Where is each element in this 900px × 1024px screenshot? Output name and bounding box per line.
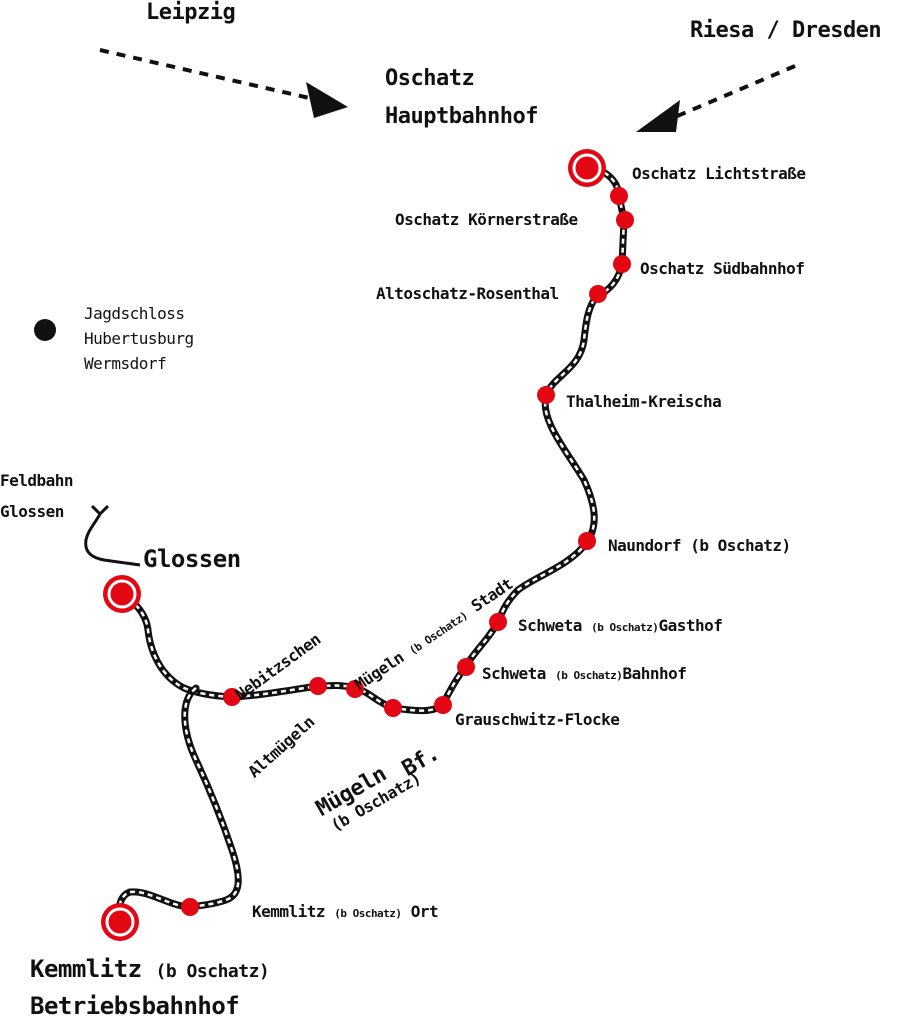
station-label-lichtstrasse: Oschatz Lichtstraße bbox=[632, 164, 806, 183]
station-label-schweta-bahnhof: Schweta (b Oschatz)Bahnhof bbox=[482, 664, 687, 683]
station-dot-muegeln-stadt bbox=[346, 680, 364, 698]
station-label-naundorf: Naundorf (b Oschatz) bbox=[608, 536, 791, 555]
kemmlitz-branch-track bbox=[115, 684, 242, 926]
terminal-marker-kemmlitz bbox=[101, 903, 139, 941]
poi-dot bbox=[34, 319, 56, 341]
arrow-leipzig bbox=[99, 48, 348, 118]
terminal-glossen: Glossen bbox=[143, 545, 241, 573]
terminal-marker-glossen bbox=[103, 575, 141, 613]
kemmlitz-ort-name: Kemmlitz bbox=[252, 902, 326, 921]
terminal-kemmlitz-sub: (b Oschatz) bbox=[155, 961, 270, 982]
station-dot-kemmlitz-ort bbox=[181, 898, 199, 916]
terminal-kemmlitz-line2: Betriebsbahnhof bbox=[30, 992, 240, 1020]
station-label-thalheim: Thalheim-Kreischa bbox=[566, 392, 722, 411]
station-dot-altmuegeln bbox=[309, 677, 327, 695]
station-dot-grauschwitz bbox=[434, 696, 452, 714]
poi-line2: Hubertusburg bbox=[84, 328, 194, 348]
feldbahn-label-line1: Feldbahn bbox=[0, 471, 74, 490]
station-label-altoschatz: Altoschatz-Rosenthal bbox=[376, 284, 559, 303]
station-dot-naundorf bbox=[578, 532, 596, 550]
station-dot-suedbahnhof bbox=[613, 255, 631, 273]
station-dot-koernerstrasse bbox=[616, 211, 634, 229]
schweta-gasthof-name: Schweta bbox=[518, 616, 582, 635]
terminal-marker-oschatz-hbf bbox=[568, 149, 606, 187]
feldbahn-line bbox=[84, 504, 141, 567]
station-dot-lichtstrasse bbox=[610, 187, 628, 205]
feldbahn-label-line2: Glossen bbox=[0, 502, 64, 521]
station-dot-schweta-gasthof bbox=[489, 613, 507, 631]
schweta-gasthof-suffix: Gasthof bbox=[658, 616, 723, 635]
station-dot-muegeln-bf bbox=[384, 699, 402, 717]
terminal-kemmlitz: Kemmlitz (b Oschatz) bbox=[30, 955, 270, 984]
poi-label: Jagdschloss Hubertusburg Wermsdorf bbox=[84, 302, 194, 376]
station-dot-schweta-bahnhof bbox=[457, 658, 475, 676]
poi-line1: Jagdschloss bbox=[84, 304, 185, 323]
station-label-kemmlitz-ort: Kemmlitz (b Oschatz) Ort bbox=[252, 902, 439, 921]
schweta-bahnhof-sub: (b Oschatz) bbox=[555, 669, 623, 682]
direction-riesa-dresden: Riesa / Dresden bbox=[690, 18, 882, 43]
station-label-suedbahnhof: Oschatz Südbahnhof bbox=[640, 259, 805, 278]
schweta-gasthof-sub: (b Oschatz) bbox=[591, 621, 659, 634]
arrow-riesa-dresden bbox=[636, 64, 796, 132]
station-label-grauschwitz: Grauschwitz-Flocke bbox=[455, 710, 620, 729]
schweta-bahnhof-suffix: Bahnhof bbox=[622, 664, 687, 683]
poi-line3: Wermsdorf bbox=[84, 353, 167, 373]
kemmlitz-ort-sub: (b Oschatz) bbox=[334, 907, 402, 920]
terminal-oschatz-hbf-line2: Hauptbahnhof bbox=[385, 104, 538, 129]
station-label-koernerstrasse: Oschatz Körnerstraße bbox=[395, 210, 578, 229]
schweta-bahnhof-name: Schweta bbox=[482, 664, 546, 683]
kemmlitz-ort-suffix: Ort bbox=[410, 902, 439, 921]
station-label-schweta-gasthof: Schweta (b Oschatz)Gasthof bbox=[518, 616, 723, 635]
terminal-oschatz-hbf-line1: Oschatz bbox=[385, 66, 475, 91]
station-dot-altoschatz bbox=[589, 285, 607, 303]
station-dot-thalheim bbox=[537, 386, 555, 404]
direction-leipzig: Leipzig bbox=[146, 0, 236, 25]
station-dot-nebitzschen bbox=[223, 688, 241, 706]
terminal-kemmlitz-main: Kemmlitz bbox=[30, 955, 142, 983]
